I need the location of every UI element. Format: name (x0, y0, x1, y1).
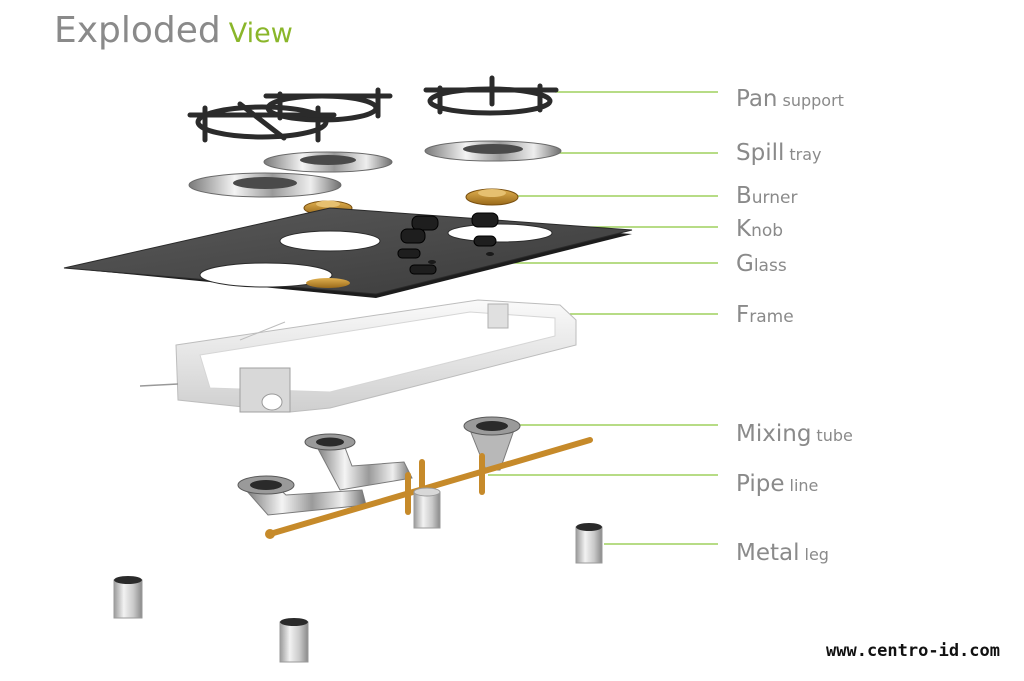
label-glass: Glass (736, 253, 787, 276)
label-frame-big: F (736, 302, 750, 328)
pan-support-middle (263, 87, 393, 123)
pan-support-left (187, 101, 337, 143)
mixing-tube-right (463, 416, 521, 471)
label-pipe-line-big: Pipe (736, 471, 785, 497)
frame (139, 299, 577, 413)
label-burner-small: urner (751, 188, 798, 208)
label-mixing-tube-small: tube (816, 426, 853, 445)
metal-leg-right (575, 523, 603, 564)
knobs (397, 212, 499, 275)
label-spill-tray-big: Spill (736, 140, 785, 166)
metal-leg-center (413, 487, 441, 529)
label-knob-big: K (736, 216, 752, 242)
metal-leg-bottom (279, 618, 309, 663)
website-url: www.centro-id.com (826, 641, 1000, 661)
spill-tray-left (188, 172, 342, 198)
label-frame: Frame (736, 304, 794, 327)
pipe-line (265, 437, 593, 539)
label-pan-support-small: support (782, 91, 844, 110)
spill-tray-middle (263, 151, 393, 173)
label-metal-leg-big: Metal (736, 540, 800, 566)
label-pan-support-big: Pan (736, 86, 778, 112)
title-accent: View (228, 18, 293, 49)
label-frame-small: rame (749, 307, 794, 327)
glass-top (63, 207, 633, 298)
label-burner-big: B (736, 183, 752, 209)
metal-leg-left (113, 576, 143, 619)
label-spill-tray-small: tray (789, 145, 822, 164)
label-knob-small: nob (751, 221, 784, 241)
label-mixing-tube-big: Mixing (736, 421, 812, 447)
title-main: Exploded (54, 10, 221, 51)
burner-right (465, 188, 519, 206)
label-knob: Knob (736, 218, 783, 241)
label-metal-leg-small: leg (804, 545, 829, 564)
mixing-tube-left (237, 475, 367, 516)
label-glass-big: G (736, 251, 754, 277)
pan-support-right (423, 75, 559, 116)
label-burner: Burner (736, 185, 797, 208)
spill-tray-right (424, 140, 562, 162)
label-glass-small: lass (753, 256, 787, 276)
label-pipe-line-small: line (789, 476, 819, 495)
mixing-tube-middle (304, 433, 413, 491)
